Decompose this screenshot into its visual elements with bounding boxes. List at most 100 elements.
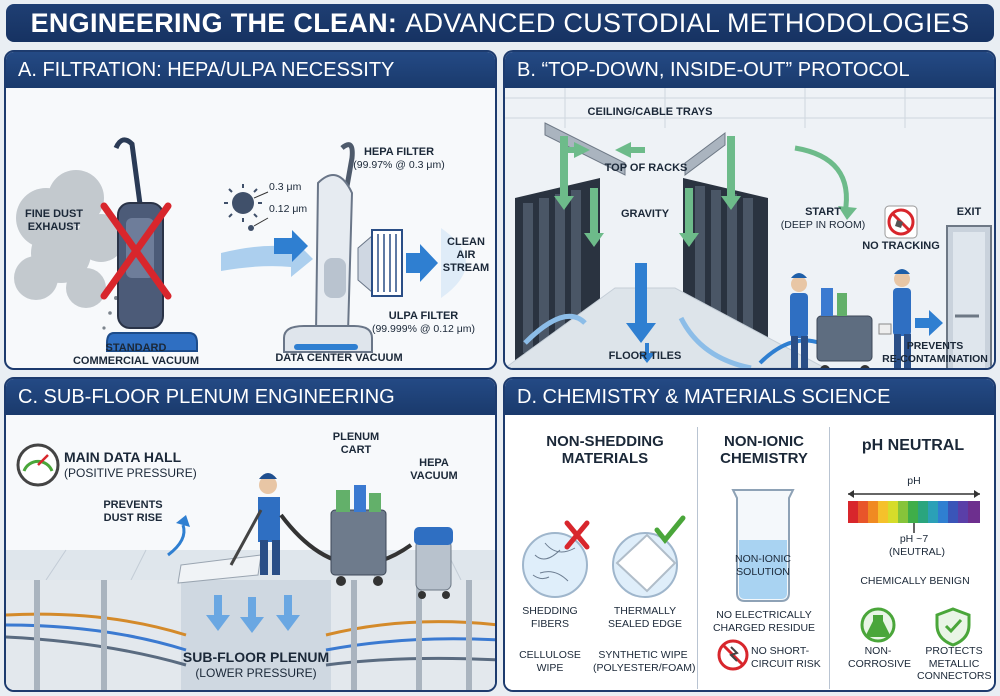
clean-line2: AIR (456, 249, 476, 262)
ph-seven-label: pH ~7 (NEUTRAL) (889, 533, 945, 558)
standard-line1: STANDARD (105, 342, 167, 354)
gravity-label: GRAVITY (620, 208, 670, 220)
server-room-illustration (505, 88, 994, 368)
top-of-racks-label: TOP OF RACKS (604, 162, 688, 174)
main-title: ENGINEERING THE CLEAN: ADVANCED CUSTODIA… (6, 4, 994, 42)
down-arrows-icon (206, 595, 300, 633)
protects-line2: METALLIC (928, 657, 980, 670)
main-data-hall-label: MAIN DATA HALL (POSITIVE PRESSURE) (64, 449, 197, 480)
floor-tiles-label: FLOOR TILES (608, 350, 682, 362)
pressure-gauge-icon (16, 443, 60, 487)
hepa-line1: HEPA FILTER (363, 146, 435, 158)
col2-line1: NON-IONIC (724, 433, 804, 450)
no-tracking-label: NO TRACKING (862, 240, 940, 252)
plenum-cart-label: PLENUM CART (326, 431, 386, 457)
prevents-c-line1: PREVENTS (103, 499, 163, 511)
sealed-line2: SEALED EDGE (607, 617, 683, 630)
custodian-walking-icon (878, 269, 911, 368)
standard-vacuum-label: STANDARD COMMERCIAL VACUUM (66, 342, 206, 368)
flow-arrows-icon (523, 136, 943, 368)
non-ionic-solution-label: NON-IONIC SOLUTION (733, 553, 793, 578)
hepa-c-line2: VACUUM (410, 470, 458, 483)
prevents-b-line1: PREVENTS (906, 340, 964, 352)
panel-a-heading: A. FILTRATION: HEPA/ULPA NECESSITY (6, 52, 495, 88)
clean-air-label: CLEAN AIR STREAM (438, 236, 494, 276)
shedding-line1: SHEDDING (522, 605, 578, 617)
cellulose-line2: WIPE (536, 661, 564, 674)
non-corrosive-icon (860, 607, 896, 643)
sealed-edge-label: THERMALLY SEALED EDGE (605, 605, 685, 630)
fine-dust-label: FINE DUST EXHAUST (14, 208, 94, 234)
panel-filtration: A. FILTRATION: HEPA/ULPA NECESSITY FINE (4, 50, 497, 370)
particle-small-label: 0.12 μm (269, 203, 308, 215)
airflow-arrow-icon (221, 230, 313, 277)
noncorr-line1: NON- (864, 645, 892, 657)
hepa-line2: (99.97% @ 0.3 μm) (353, 159, 445, 172)
ulpa-filter-label: ULPA FILTER (99.999% @ 0.12 μm) (361, 310, 486, 336)
hepa-vacuum-icon (414, 527, 453, 599)
ph7-line1: pH ~7 (899, 533, 929, 545)
start-line1: START (805, 206, 841, 218)
ph-neutral-title: pH NEUTRAL (861, 437, 965, 454)
shedding-fibers-icon (522, 520, 590, 598)
non-corrosive-label: NON- CORROSIVE (848, 645, 912, 670)
main-title-bold: ENGINEERING THE CLEAN: (30, 7, 398, 38)
hepa-filter-icon (357, 228, 466, 298)
panel-chemistry: D. CHEMISTRY & MATERIALS SCIENCE NON-SHE… (503, 377, 996, 692)
dust-cloud-icon (14, 170, 133, 330)
synthetic-line1: SYNTHETIC WIPE (598, 649, 688, 661)
particle-icon (224, 184, 269, 231)
ulpa-line1: ULPA FILTER (388, 310, 459, 322)
plenum-line1: SUB-FLOOR PLENUM (182, 649, 330, 665)
protects-line1: PROTECTS (925, 645, 983, 657)
dc-vacuum-label: DATA CENTER VACUUM (275, 352, 403, 364)
panel-protocol: B. “TOP-DOWN, INSIDE-OUT” PROTOCOL (503, 50, 996, 370)
sealed-line1: THERMALLY (613, 605, 677, 617)
charged-residue-label: NO ELECTRICALLY CHARGED RESIDUE (705, 609, 823, 634)
clean-line1: CLEAN (447, 236, 485, 248)
cellulose-line1: CELLULOSE (519, 649, 581, 661)
hepa-filter-label: HEPA FILTER (99.97% @ 0.3 μm) (344, 146, 454, 172)
standard-line2: COMMERCIAL VACUUM (72, 355, 200, 368)
non-shedding-title: NON-SHEDDING MATERIALS (525, 433, 685, 468)
no-tracking-icon (884, 205, 918, 239)
panel-d-heading: D. CHEMISTRY & MATERIALS SCIENCE (505, 379, 994, 415)
data-center-vacuum-icon (283, 142, 373, 353)
fine-dust-line2: EXHAUST (27, 221, 81, 234)
sub-floor-plenum-label: SUB-FLOOR PLENUM (LOWER PRESSURE) (181, 649, 331, 680)
col2-line2: CHEMISTRY (720, 450, 808, 468)
prevents-b-line2: RE-CONTAMINATION (882, 352, 988, 365)
panel-c-heading: C. SUB-FLOOR PLENUM ENGINEERING (6, 379, 495, 415)
plenum-cart-icon (330, 485, 387, 586)
synthetic-line2: (POLYESTER/FOAM) (593, 661, 696, 674)
exit-door-icon (946, 225, 992, 368)
prevents-c-line2: DUST RISE (103, 512, 163, 525)
protects-line3: CONNECTORS (917, 670, 992, 683)
shedding-line2: FIBERS (531, 617, 569, 630)
short-line1: NO SHORT- (751, 645, 810, 657)
hepa-vacuum-label: HEPA VACUUM (404, 457, 464, 483)
residue-line2: CHARGED RESIDUE (712, 621, 816, 634)
hall-line1: MAIN DATA HALL (64, 449, 182, 465)
short-line2: CIRCUIT RISK (751, 657, 821, 670)
cart-line2: CART (340, 444, 372, 457)
beaker-icon (731, 489, 795, 602)
plenum-line2: (LOWER PRESSURE) (195, 665, 317, 680)
prevents-dust-label: PREVENTS DUST RISE (98, 499, 168, 525)
protects-connectors-label: PROTECTS METALLIC CONNECTORS (917, 645, 991, 683)
noncorr-line2: CORROSIVE (848, 657, 912, 670)
cart-line1: PLENUM (332, 431, 380, 443)
no-short-circuit-icon (717, 639, 749, 671)
divider-1 (697, 427, 698, 689)
shield-icon (935, 607, 971, 647)
non-ionic-title: NON-IONIC CHEMISTRY (701, 433, 827, 468)
hepa-c-line1: HEPA (419, 457, 449, 469)
panel-b-heading: B. “TOP-DOWN, INSIDE-OUT” PROTOCOL (505, 52, 994, 88)
solution-line1: NON-IONIC (735, 553, 791, 565)
col1-line1: NON-SHEDDING (546, 433, 664, 450)
prevents-recontamination-label: PREVENTS RE-CONTAMINATION (880, 340, 990, 365)
panel-plenum: C. SUB-FLOOR PLENUM ENGINEERING (4, 377, 497, 692)
shedding-fibers-label: SHEDDING FIBERS (515, 605, 585, 630)
start-label: START (DEEP IN ROOM) (773, 206, 873, 232)
custodian-with-cart-icon (790, 273, 873, 368)
